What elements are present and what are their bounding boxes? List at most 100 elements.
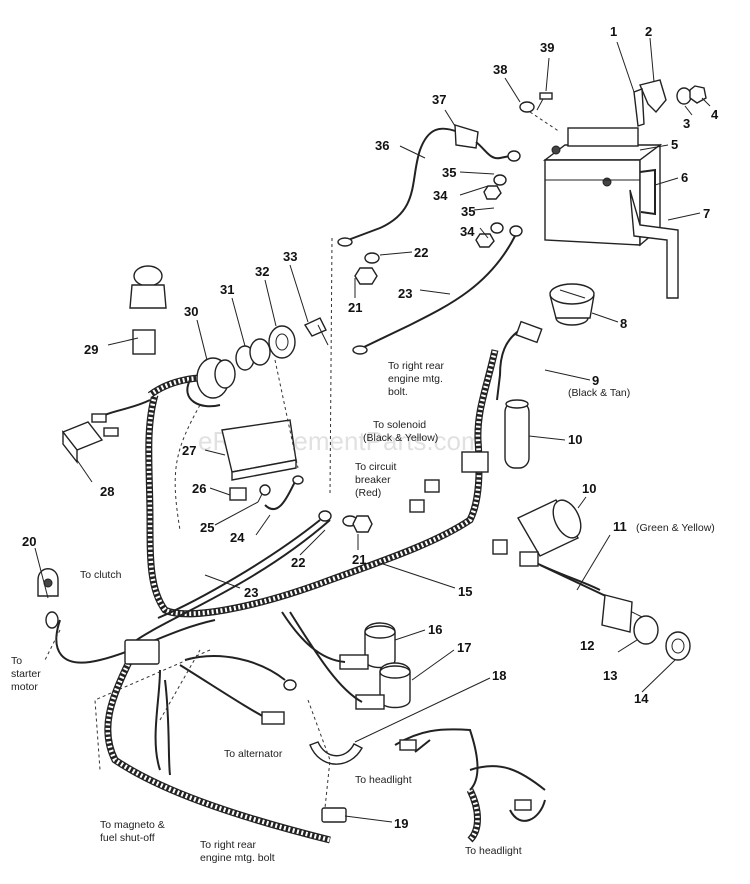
callout-9: 9	[592, 373, 599, 388]
wire-9	[496, 329, 521, 401]
callout-14: 14	[634, 691, 649, 706]
bezel-32	[268, 325, 296, 359]
nut-13	[633, 615, 659, 645]
note-right-rear-b1: To right rear	[200, 839, 257, 851]
callout-11: 11	[613, 519, 627, 534]
callout-36: 36	[375, 138, 389, 153]
solenoid-17	[355, 662, 411, 710]
part-26	[229, 487, 247, 501]
note-alternator: To alternator	[224, 748, 283, 760]
sleeve-10-upper	[504, 399, 530, 469]
cable-36	[347, 127, 459, 241]
note-magneto-2: fuel shut-off	[100, 832, 155, 844]
cap-8	[549, 283, 595, 326]
callout-25: 25	[200, 520, 214, 535]
note-starter-2: starter	[11, 668, 41, 680]
bolt-39	[519, 92, 553, 113]
callout-35a: 35	[442, 165, 456, 180]
callout-17: 17	[457, 640, 471, 655]
clutch-connector	[124, 639, 160, 665]
solenoid-16	[339, 622, 396, 670]
callout-34b: 34	[460, 224, 475, 239]
note-starter-1: To	[11, 655, 22, 667]
battery-bracket	[633, 79, 707, 127]
switch-29	[129, 265, 167, 355]
callout-3: 3	[683, 116, 690, 131]
callout-23b: 23	[244, 585, 258, 600]
callout-21a: 21	[348, 300, 362, 315]
switch-28	[61, 421, 104, 465]
sleeve-10-lower	[517, 499, 582, 557]
callout-16: 16	[428, 622, 442, 637]
clip-18	[309, 741, 363, 765]
terminal-20	[37, 568, 59, 597]
callout-32: 32	[255, 264, 269, 279]
note-starter-3: motor	[11, 681, 38, 693]
callout-7: 7	[703, 206, 710, 221]
part-25	[257, 484, 271, 503]
note-clutch: To clutch	[80, 569, 122, 581]
callout-6: 6	[681, 170, 688, 185]
nut-21-upper	[354, 267, 378, 285]
cable-23-upper	[361, 235, 516, 349]
callout-4: 4	[711, 107, 719, 122]
wire-24	[264, 479, 297, 511]
grommet-19	[321, 807, 347, 823]
callout-5: 5	[671, 137, 678, 152]
callout-26: 26	[192, 481, 206, 496]
note-breaker-1: To circuit	[355, 461, 397, 473]
callout-19: 19	[394, 816, 408, 831]
switch-12	[601, 594, 633, 633]
bracket-27	[221, 419, 297, 481]
callout-24: 24	[230, 530, 245, 545]
callout-2: 2	[645, 24, 652, 39]
callout-1: 1	[610, 24, 617, 39]
note-right-rear-3: bolt.	[388, 386, 408, 398]
note-breaker-2: breaker	[355, 474, 391, 486]
callout-22a: 22	[414, 245, 428, 260]
callout-28: 28	[100, 484, 114, 499]
callout-22b: 22	[291, 555, 305, 570]
note-black-tan: (Black & Tan)	[568, 387, 630, 399]
hold-down-rod	[629, 189, 679, 299]
note-breaker-3: (Red)	[355, 487, 381, 499]
callout-15: 15	[458, 584, 472, 599]
note-right-rear-b2: engine mtg. bolt	[200, 852, 275, 864]
nuts-34-35	[475, 174, 507, 248]
callout-31: 31	[220, 282, 234, 297]
note-right-rear-1: To right rear	[388, 360, 445, 372]
callout-37: 37	[432, 92, 446, 107]
boot-37	[454, 124, 479, 149]
callout-20: 20	[22, 534, 36, 549]
callout-38: 38	[493, 62, 507, 77]
nut-31	[235, 338, 271, 371]
callout-21b: 21	[352, 552, 366, 567]
washer-22-upper	[364, 252, 380, 264]
callout-10b: 10	[582, 481, 596, 496]
note-solenoid-1: To solenoid	[373, 419, 426, 431]
note-green-yellow: (Green & Yellow)	[636, 522, 715, 534]
callout-23a: 23	[398, 286, 412, 301]
callout-10a: 10	[568, 432, 582, 447]
note-magneto-1: To magneto &	[100, 819, 165, 831]
callout-39: 39	[540, 40, 554, 55]
callout-12: 12	[580, 638, 594, 653]
callout-34a: 34	[433, 188, 448, 203]
battery-strap	[639, 168, 656, 216]
callout-35b: 35	[461, 204, 475, 219]
washer-14	[665, 631, 691, 661]
callout-8: 8	[620, 316, 627, 331]
key-33	[303, 317, 329, 346]
callout-29: 29	[84, 342, 98, 357]
battery	[542, 127, 663, 247]
callout-30: 30	[184, 304, 198, 319]
callout-13: 13	[603, 668, 617, 683]
note-headlight-b: To headlight	[465, 845, 522, 857]
callout-18: 18	[492, 668, 506, 683]
callout-33: 33	[283, 249, 297, 264]
note-headlight-a: To headlight	[355, 774, 412, 786]
harness-lower-branch	[104, 658, 331, 844]
note-right-rear-2: engine mtg.	[388, 373, 443, 385]
ignition-switch-30	[196, 357, 236, 399]
